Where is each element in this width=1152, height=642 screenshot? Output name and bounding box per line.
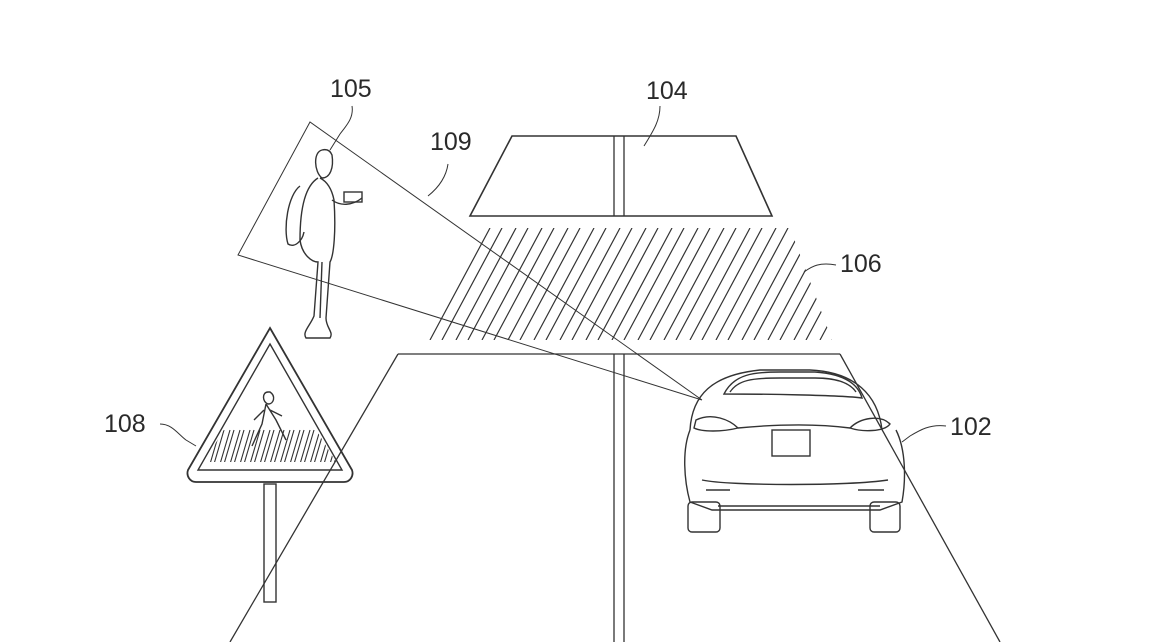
hatch-stripe: [519, 228, 581, 340]
hatch-stripe: [429, 228, 491, 340]
near-road: [229, 353, 1001, 642]
hatch-stripe: [269, 429, 281, 462]
hatch-stripe: [239, 429, 251, 462]
label-pedestrian: 105: [330, 75, 372, 103]
sensor-region: [237, 121, 703, 401]
hatch-stripe: [623, 228, 685, 340]
far-road-segment: [468, 135, 774, 217]
pedestrian: [285, 148, 363, 339]
hatch-stripe: [303, 429, 315, 462]
leader-lines: [159, 105, 947, 447]
hatch-stripe: [715, 228, 777, 340]
hatch-stripe: [243, 429, 255, 462]
hatch-stripe: [293, 429, 305, 462]
hatch-stripe: [223, 429, 235, 462]
hatch-stripe: [675, 228, 737, 340]
hatch-stripe: [455, 228, 517, 340]
hatch-stripe: [831, 228, 832, 340]
hatch-stripe: [663, 228, 725, 340]
hatch-stripe: [559, 228, 621, 340]
label-road-segment: 104: [646, 77, 688, 105]
hatch-stripe: [793, 228, 832, 340]
hatch-stripe: [805, 228, 832, 340]
crosswalk: [429, 228, 832, 340]
hatch-stripe: [299, 429, 311, 462]
hatch-stripe: [279, 429, 291, 462]
label-sensor-region: 109: [430, 128, 472, 156]
pedestrian-crossing-sign: [186, 326, 354, 603]
hatch-stripe: [611, 228, 673, 340]
hatch-stripe: [533, 228, 595, 340]
hatch-stripe: [597, 228, 659, 340]
hatch-stripe: [741, 228, 803, 340]
hatch-stripe: [545, 228, 607, 340]
hatch-stripe: [229, 429, 241, 462]
hatch-stripe: [263, 429, 275, 462]
hatch-stripe: [637, 228, 699, 340]
hatch-stripe: [249, 429, 261, 462]
hatch-stripe: [233, 429, 245, 462]
hatch-stripe: [467, 228, 529, 340]
hatch-stripe: [481, 228, 543, 340]
hatch-stripe: [819, 228, 832, 340]
hatch-stripe: [289, 429, 301, 462]
hatch-stripe: [767, 228, 829, 340]
hatch-stripe: [753, 228, 815, 340]
label-crosswalk: 106: [840, 250, 882, 278]
hatch-stripe: [727, 228, 789, 340]
hatch-stripe: [309, 429, 321, 462]
vehicle: [684, 369, 906, 533]
hatch-stripe: [571, 228, 633, 340]
hatch-stripe: [253, 429, 265, 462]
hatch-stripe: [701, 228, 763, 340]
label-sign: 108: [104, 410, 146, 438]
hatch-stripe: [779, 228, 832, 340]
hatch-stripe: [273, 429, 285, 462]
hatch-stripe: [649, 228, 711, 340]
hatch-stripe: [585, 228, 647, 340]
hatch-stripe: [283, 429, 295, 462]
hatch-stripe: [219, 429, 231, 462]
label-vehicle: 102: [950, 413, 992, 441]
hatch-stripe: [213, 429, 225, 462]
hatch-stripe: [259, 429, 271, 462]
hatch-stripe: [689, 228, 751, 340]
hatch-stripe: [441, 228, 503, 340]
hatch-stripe: [493, 228, 555, 340]
